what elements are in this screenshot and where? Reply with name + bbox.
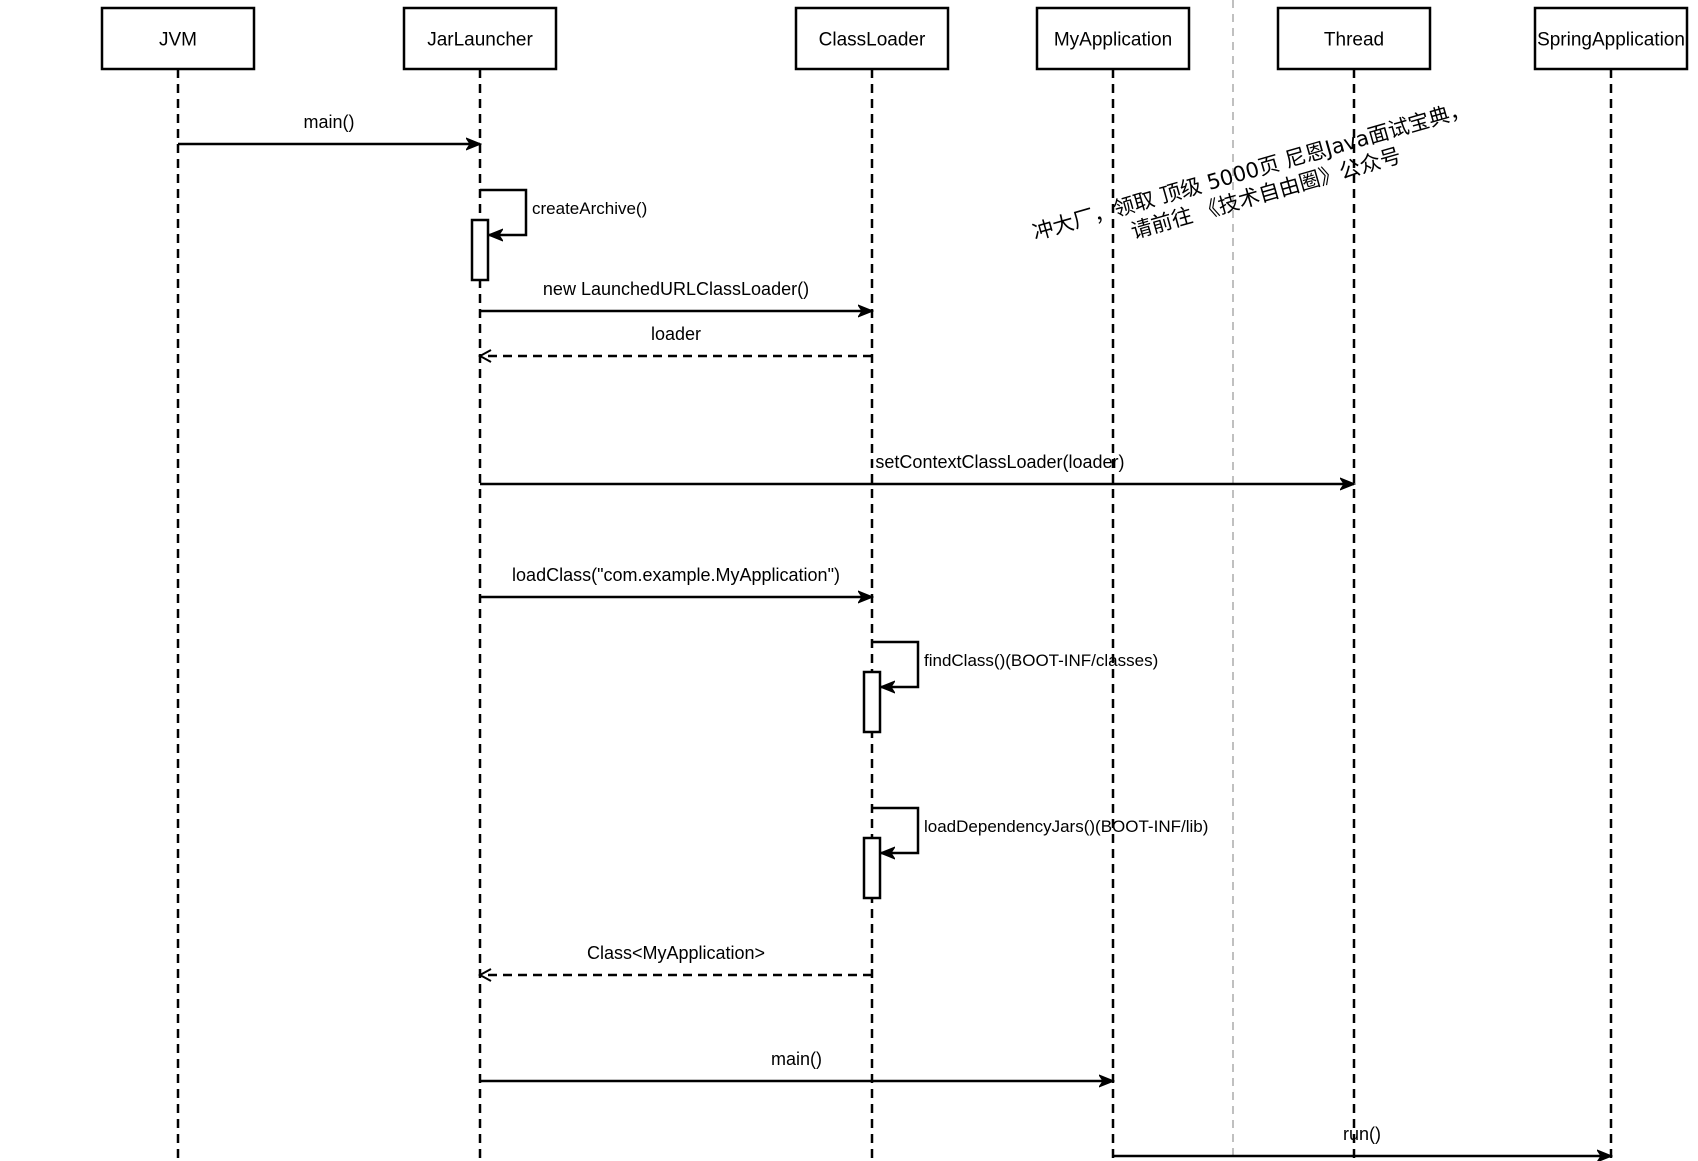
message-5: setContextClassLoader(loader) — [480, 452, 1354, 484]
participant-springapplication: SpringApplication — [1533, 6, 1689, 71]
participant-label: SpringApplication — [1537, 30, 1685, 51]
self-call-arrow — [872, 640, 920, 687]
message-label: main() — [771, 1049, 822, 1069]
message-6: loadClass("com.example.MyApplication") — [480, 565, 872, 597]
message-11: run() — [1113, 1124, 1611, 1156]
message-8: loadDependencyJars()(BOOT-INF/lib) — [872, 806, 1208, 853]
message-label: loader — [651, 324, 701, 344]
participants: JVM JarLauncher ClassLoader MyApplication Th… — [100, 6, 1689, 71]
messages: main() createArchive() new LaunchedURLClas… — [178, 112, 1611, 1156]
message-label: Class<MyApplication> — [587, 943, 765, 963]
watermark-line-1: 冲大厂，领取 顶级 5000页 尼恩Java面试宝典， — [1030, 97, 1473, 245]
message-1: main() — [178, 112, 480, 144]
self-call-arrow — [872, 806, 920, 853]
activation-bar — [862, 670, 882, 734]
activation-bar — [470, 218, 490, 282]
message-label: loadDependencyJars()(BOOT-INF/lib) — [924, 817, 1208, 836]
self-call-arrow — [480, 188, 528, 235]
message-label: createArchive() — [532, 199, 647, 218]
participant-box — [100, 6, 256, 71]
participant-label: MyApplication — [1054, 30, 1172, 51]
message-7: findClass()(BOOT-INF/classes) — [872, 640, 1158, 687]
message-4: loader — [480, 324, 872, 356]
participant-label: JarLauncher — [427, 30, 533, 51]
activation-bar — [862, 836, 882, 900]
participant-box — [402, 6, 558, 71]
participant-jvm: JVM — [100, 6, 256, 71]
message-label: run() — [1343, 1124, 1381, 1144]
watermark: 冲大厂，领取 顶级 5000页 尼恩Java面试宝典， 请前往 《技术自由圈》公… — [1030, 97, 1473, 245]
participant-box — [1276, 6, 1432, 71]
participant-classloader: ClassLoader — [794, 6, 950, 71]
message-label: new LaunchedURLClassLoader() — [543, 279, 809, 299]
activation-bars — [470, 218, 882, 900]
participant-box — [1533, 6, 1689, 71]
participant-box — [794, 6, 950, 71]
message-label: setContextClassLoader(loader) — [875, 452, 1124, 472]
participant-label: Thread — [1324, 30, 1384, 51]
message-label: findClass()(BOOT-INF/classes) — [924, 651, 1158, 670]
message-label: loadClass("com.example.MyApplication") — [512, 565, 840, 585]
message-2: createArchive() — [480, 188, 647, 235]
participant-jarlauncher: JarLauncher — [402, 6, 558, 71]
participant-thread: Thread — [1276, 6, 1432, 71]
participant-label: ClassLoader — [819, 30, 926, 51]
participant-box — [1035, 6, 1191, 71]
participant-label: JVM — [159, 30, 197, 51]
message-3: new LaunchedURLClassLoader() — [480, 279, 872, 311]
message-label: main() — [303, 112, 354, 132]
participant-myapplication: MyApplication — [1035, 6, 1191, 71]
lifelines — [176, 69, 1613, 1161]
message-9: Class<MyApplication> — [480, 943, 872, 975]
message-10: main() — [480, 1049, 1113, 1081]
